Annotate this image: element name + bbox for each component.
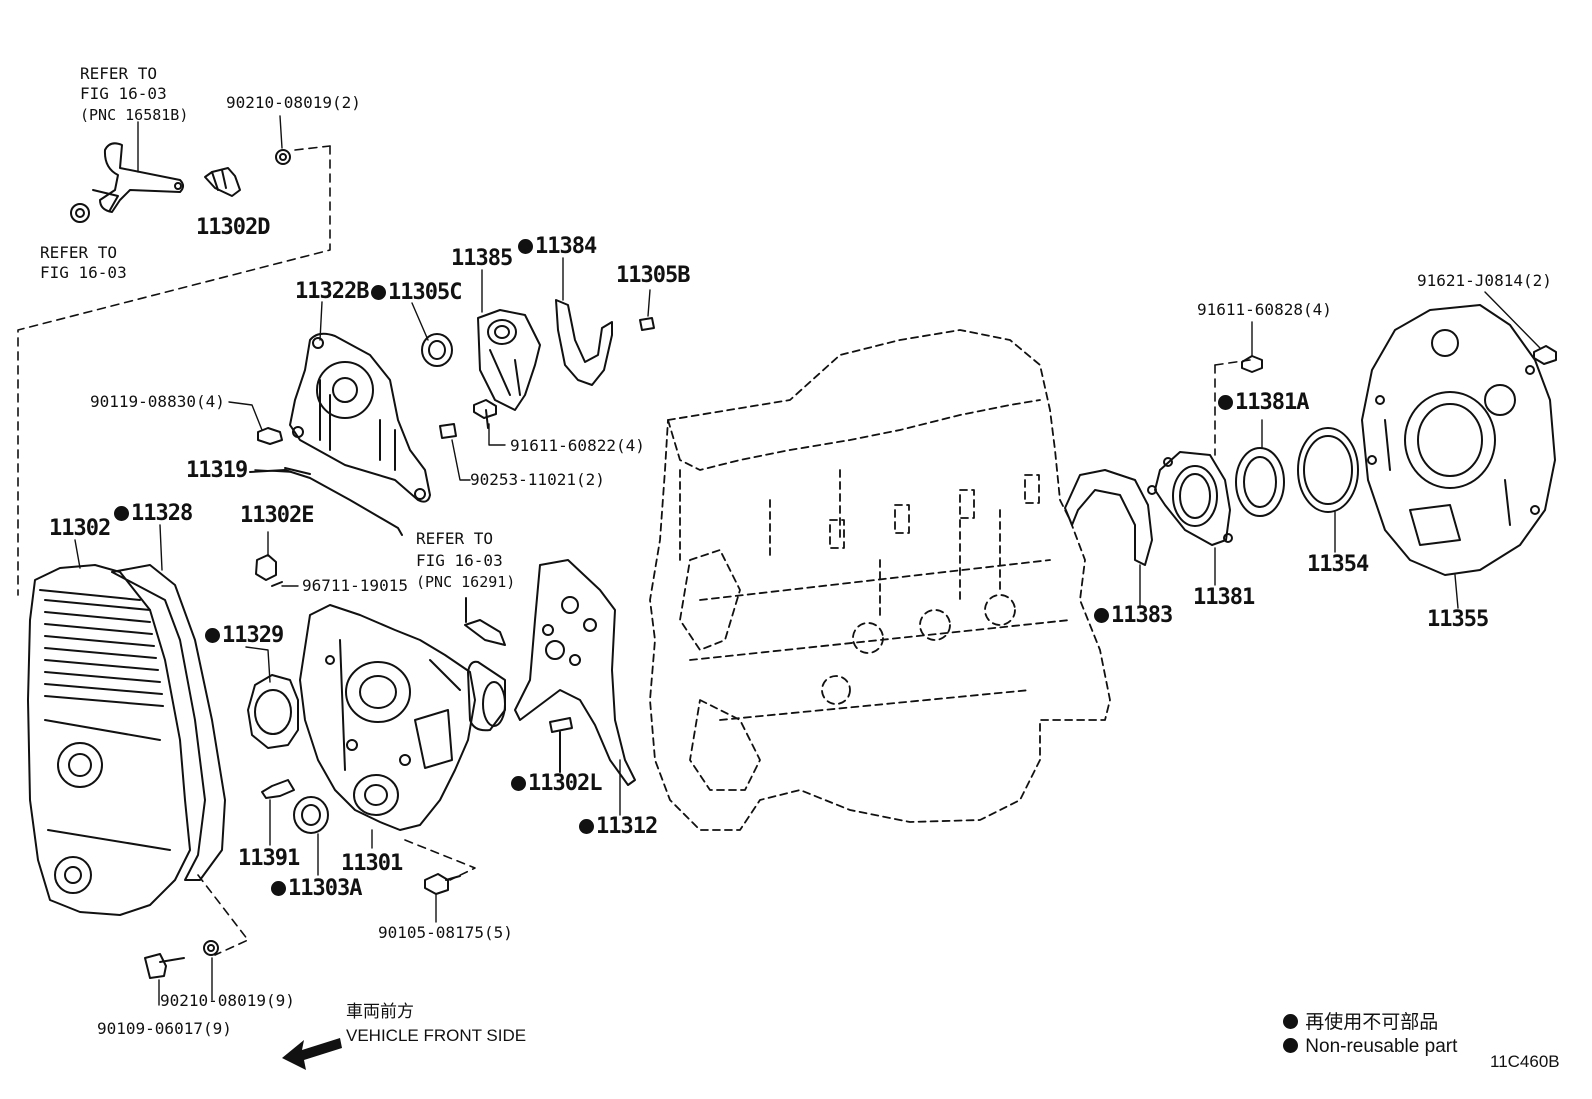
refer-note-line: (PNC 16581B) [80, 106, 189, 124]
part-label: 11355 [1427, 607, 1489, 632]
timing-belt-cover-11302 [27, 564, 191, 916]
bolt-90119 [257, 427, 283, 445]
seal-11354 [1297, 427, 1359, 513]
water-inlet-pipe [464, 597, 506, 732]
leader [137, 115, 283, 173]
union-11302D [204, 149, 291, 197]
part-label: 11305B [616, 263, 690, 288]
front-side-en: VEHICLE FRONT SIDE [346, 1026, 527, 1045]
part-label: 11322B [295, 279, 369, 304]
leader [228, 301, 429, 473]
leader [1139, 291, 1541, 609]
part-label-nonreusable: 11305C [371, 282, 462, 304]
leader [371, 829, 437, 923]
bolt-91611-right [1241, 355, 1263, 373]
part-label: 90210-08019(9) [160, 991, 295, 1010]
part-label-nonreusable: 11328 [114, 503, 193, 525]
gasket-11383 [1064, 469, 1153, 566]
refer-note-line: (PNC 16291) [416, 573, 516, 591]
front-arrow [282, 1038, 342, 1070]
end-plate-11355 [1361, 304, 1556, 576]
refer-note-line: FIG 16-03 [416, 551, 503, 570]
part-label: 90119-08830(4) [90, 392, 225, 411]
timing-cover-11322B [289, 332, 431, 503]
refer-note-line: FIG 16-03 [80, 84, 167, 103]
part-label: 90109-06017(9) [97, 1019, 232, 1038]
front-side-jp: 車両前方 [346, 1002, 414, 1021]
sensor-11391 [261, 779, 295, 799]
part-label: 11301 [341, 851, 403, 876]
leader [245, 531, 319, 876]
cover-gasket-11328 [111, 564, 226, 881]
engine-block-outline [649, 329, 1111, 831]
refer-note-line: REFER TO [416, 529, 494, 548]
part-label: 90210-08019(2) [226, 93, 361, 112]
pin-90253 [439, 423, 457, 439]
timing-plate-11312 [514, 559, 636, 786]
seal-11381A [1235, 447, 1285, 517]
oil-pump-11301 [299, 604, 476, 831]
part-label-nonreusable: 11383 [1094, 605, 1173, 627]
part-label: 96711-19015 [302, 576, 408, 595]
part-label: 90105-08175(5) [378, 923, 513, 942]
bolt-91621 [1533, 345, 1557, 365]
part-label: 11391 [238, 846, 300, 871]
legend-en: Non-reusable part [1283, 1037, 1457, 1056]
gasket-11329 [247, 674, 299, 749]
bolt-90109 [144, 940, 219, 979]
refer-note-line: FIG 16-03 [40, 263, 127, 282]
seal-11303A [293, 796, 329, 834]
seal-11305C [421, 333, 453, 367]
refer-note-line: REFER TO [80, 64, 158, 83]
part-label: 11319 [186, 458, 248, 483]
part-label: 91621-J0814(2) [1417, 271, 1552, 290]
bolt-91611-mid [473, 399, 497, 429]
stud-11302L [549, 717, 573, 773]
part-label: 90253-11021(2) [470, 470, 605, 489]
part-label: 11354 [1307, 552, 1369, 577]
part-label-nonreusable: 11384 [518, 236, 597, 258]
part-label: 11385 [451, 246, 513, 271]
oil-pipe-bracket [70, 142, 184, 223]
bolt-90105 [424, 873, 461, 895]
part-label-nonreusable: 11329 [205, 625, 284, 647]
part-label: 91611-60822(4) [510, 436, 645, 455]
part-label-nonreusable: 11302L [511, 773, 602, 795]
part-label: 11381 [1193, 585, 1255, 610]
leader [451, 257, 651, 481]
dipstick-guide-11319 [249, 467, 403, 536]
part-label: 11302 [49, 516, 111, 541]
part-label-nonreusable: 11312 [579, 816, 658, 838]
retainer-11381 [1147, 451, 1233, 546]
part-label: 91611-60828(4) [1197, 300, 1332, 319]
part-label-nonreusable: 11381A [1218, 392, 1309, 414]
part-label-nonreusable: 11303A [271, 878, 362, 900]
leader [74, 524, 213, 1006]
figure-code: 11C460B [1490, 1052, 1560, 1071]
part-label: 11302E [240, 503, 314, 528]
refer-note-line: REFER TO [40, 243, 118, 262]
legend-jp: 再使用不可部品 [1283, 1013, 1438, 1032]
bolt-11302E [255, 554, 283, 587]
pin-11305B [639, 317, 655, 331]
bracket-11385 [477, 309, 541, 411]
part-label: 11302D [196, 215, 270, 240]
gasket-11384 [555, 299, 613, 386]
